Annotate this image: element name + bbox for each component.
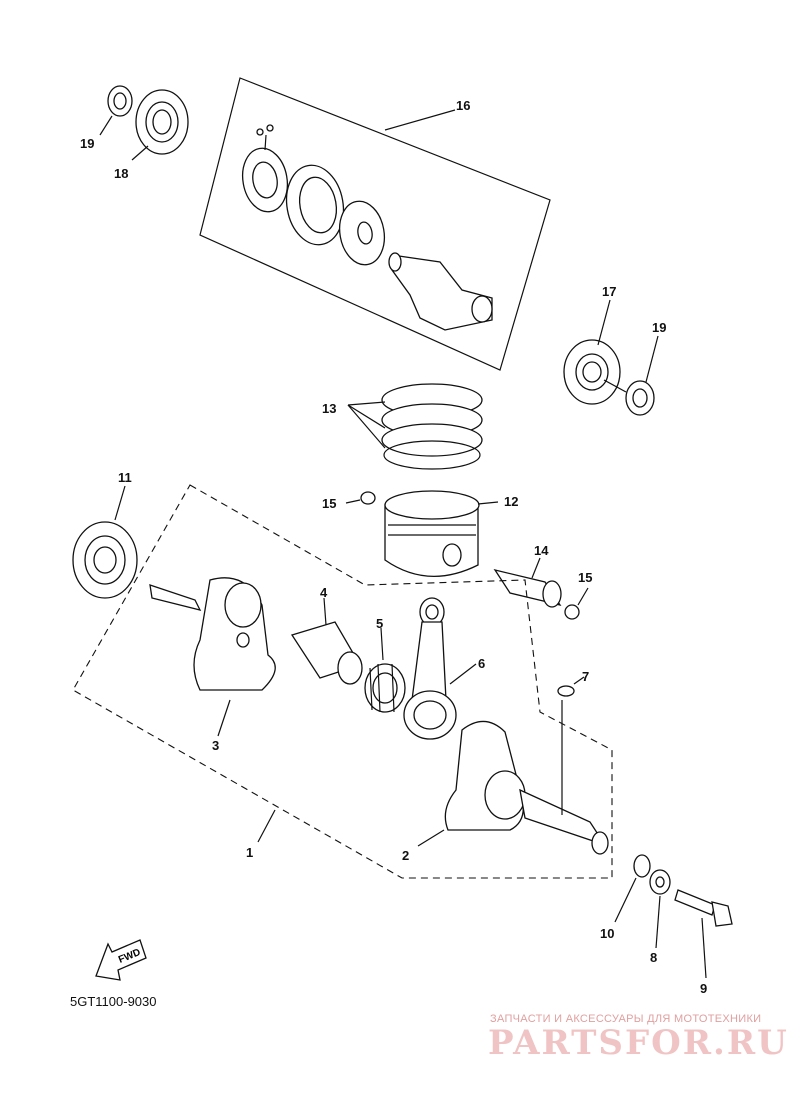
part-label-5: 5 <box>376 616 383 631</box>
part-label-14: 14 <box>534 543 549 558</box>
washer-10 <box>633 854 651 878</box>
part-label-2: 2 <box>402 848 409 863</box>
circlip-15-right <box>564 604 580 620</box>
circlip-15-top <box>360 491 376 505</box>
watermark-tagline: ЗАПЧАСТИ И АКСЕССУАРЫ ДЛЯ МОТОТЕХНИКИ <box>490 1013 761 1025</box>
piston-pin <box>493 568 562 608</box>
bearing-11 <box>72 521 138 599</box>
drawing-code: 5GT1100-9030 <box>70 994 157 1009</box>
part-label-18: 18 <box>114 166 128 181</box>
balancer-assembly-box <box>199 77 551 371</box>
crankshaft-assembly-box <box>72 484 613 879</box>
part-label-11: 11 <box>118 470 132 485</box>
fwd-arrow-icon: FWD <box>95 939 147 981</box>
part-label-19-top: 19 <box>80 136 94 151</box>
piston <box>384 490 480 578</box>
balancer-washer <box>338 200 386 266</box>
watermark-brand: PARTSFOR.RU <box>488 1023 789 1063</box>
washer-8 <box>649 869 671 895</box>
woodruff-key <box>557 685 575 697</box>
connecting-rod <box>403 597 457 740</box>
part-label-1: 1 <box>246 845 253 860</box>
part-label-3: 3 <box>212 738 219 753</box>
part-label-16: 16 <box>456 98 470 113</box>
piston-rings <box>381 383 483 470</box>
bolt-9 <box>674 889 733 927</box>
part-label-19-right: 19 <box>652 320 666 335</box>
crank-right <box>444 700 609 855</box>
bearing-17 <box>563 339 621 405</box>
part-label-9: 9 <box>700 981 707 996</box>
part-label-10: 10 <box>600 926 614 941</box>
crank-pin <box>290 621 363 685</box>
part-label-13: 13 <box>322 401 336 416</box>
oil-seal-19-right <box>625 380 655 416</box>
needle-bearing <box>364 663 406 713</box>
bearing-18 <box>135 89 189 155</box>
part-label-12: 12 <box>504 494 518 509</box>
part-label-17: 17 <box>602 284 616 299</box>
part-label-15-right: 15 <box>578 570 592 585</box>
part-label-15-top: 15 <box>322 496 336 511</box>
oil-seal-19-top <box>107 85 133 117</box>
crank-left <box>149 577 276 691</box>
part-label-6: 6 <box>478 656 485 671</box>
part-label-8: 8 <box>650 950 657 965</box>
part-label-7: 7 <box>582 669 589 684</box>
part-label-4: 4 <box>320 585 328 600</box>
balancer-drive-gear <box>241 124 289 213</box>
balancer-shaft <box>388 252 493 331</box>
balancer-driven-gear <box>285 164 345 246</box>
